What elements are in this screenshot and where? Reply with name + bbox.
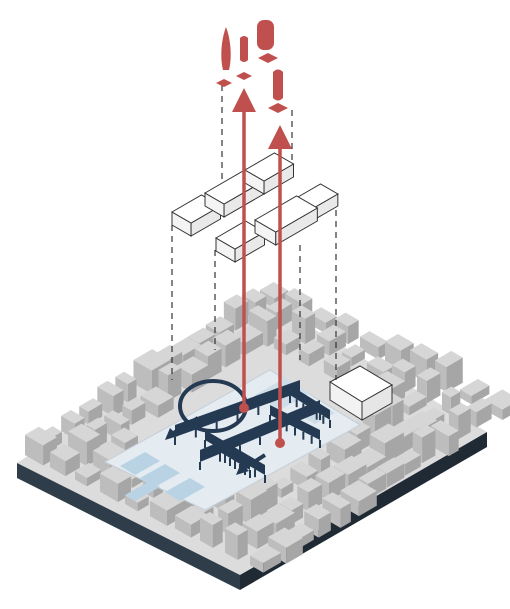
building-right (361, 384, 393, 421)
red-capsule (257, 20, 274, 50)
urban-block (460, 378, 490, 405)
urban-block (200, 511, 223, 548)
red-up-arrow-icon (232, 88, 256, 413)
urban-block (97, 380, 124, 417)
dark-down-arrow-icon (165, 416, 200, 440)
red-up-arrow-icon (268, 125, 292, 448)
urban-block (50, 443, 80, 477)
red-tile (216, 79, 232, 87)
urban-block (308, 447, 331, 477)
red-tile (268, 103, 288, 113)
urban-block (323, 352, 351, 381)
urban-block (75, 462, 102, 487)
canopy-beam (270, 405, 320, 440)
urban-block (297, 477, 323, 512)
red-tile (258, 53, 278, 63)
urban-block (268, 527, 303, 564)
urban-block (322, 492, 351, 528)
water-pool (125, 481, 160, 501)
dark-down-arrow-icon (236, 453, 267, 475)
projection-lines (171, 85, 337, 380)
water-pool (120, 452, 160, 475)
canopy-beam (290, 385, 330, 420)
urban-block (298, 339, 325, 367)
urban-block (158, 362, 182, 402)
floating-program-volumes (171, 152, 339, 263)
context-building (329, 365, 393, 421)
red-spire (221, 27, 231, 70)
red-pill (240, 36, 248, 62)
canopy-beam (175, 380, 300, 437)
base-side-left (17, 463, 240, 590)
urban-block (225, 522, 248, 561)
red-program-elements (216, 20, 288, 113)
water-pool (165, 478, 205, 501)
red-tile (236, 72, 252, 80)
urban-block (140, 386, 174, 418)
urban-block (250, 545, 281, 573)
program-volume (254, 195, 319, 246)
red-pill (273, 69, 283, 101)
